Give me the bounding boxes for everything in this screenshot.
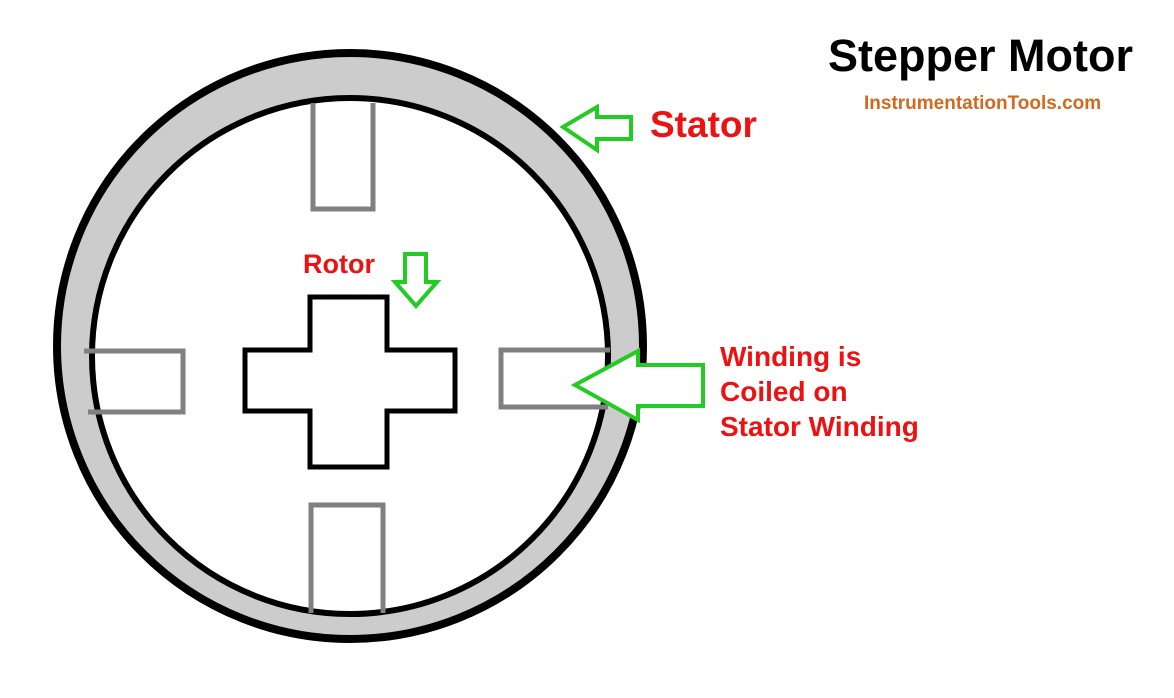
stator-pole-top — [310, 103, 376, 212]
winding-label-line-2: Coiled on — [720, 376, 848, 407]
stator-pole-bottom — [308, 502, 386, 613]
winding-label-line-3: Stator Winding — [720, 411, 919, 442]
stator-inner-boundary — [89, 95, 611, 617]
winding-label-line-1: Winding is — [720, 341, 862, 372]
stator-pole-right — [498, 347, 610, 410]
site-watermark: InstrumentationTools.com — [864, 93, 1102, 114]
stator-label: Stator — [650, 104, 757, 145]
stator-pole-left — [84, 348, 186, 415]
rotor-arrow-icon — [390, 252, 442, 310]
rotor-label: Rotor — [303, 249, 375, 279]
stator-arrow-icon — [559, 103, 633, 154]
winding-arrow-icon — [570, 347, 705, 424]
page-title: Stepper Motor — [828, 30, 1134, 81]
rotor-cross — [242, 294, 458, 470]
